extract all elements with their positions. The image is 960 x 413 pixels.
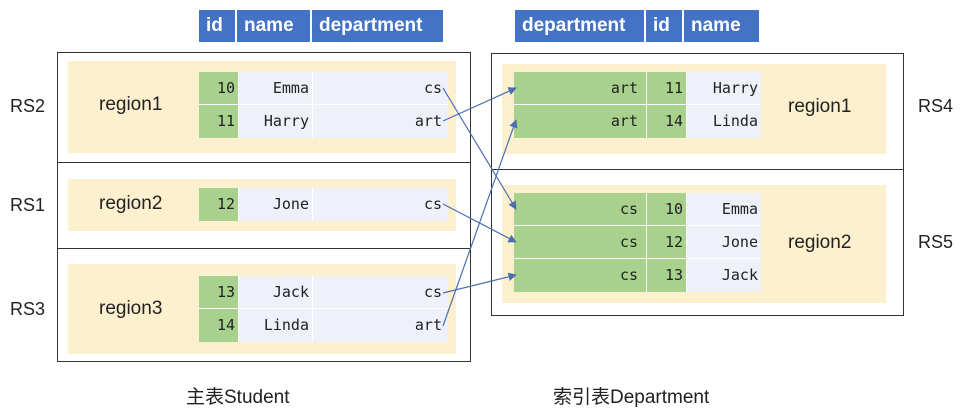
department-cell: art: [514, 105, 647, 138]
region-server-label: RS4: [918, 96, 954, 116]
header-department: department: [515, 10, 646, 42]
department-cell: cs: [313, 276, 448, 309]
region-label: region2: [99, 193, 163, 214]
caption-student-table: 主表Student: [186, 387, 290, 408]
region-server-label: RS5: [918, 232, 954, 252]
table-row: 11 Harry art: [199, 105, 448, 138]
table-row: cs 13 Jack: [514, 259, 761, 292]
index-table-header: department id name: [515, 10, 759, 42]
header-name: name: [684, 10, 759, 42]
table-row: 13 Jack cs: [199, 276, 448, 309]
id-cell: 12: [647, 226, 687, 259]
table-row: art 11 Harry: [514, 72, 761, 105]
table-row: cs 10 Emma: [514, 193, 761, 226]
name-cell: Harry: [239, 105, 313, 138]
id-cell: 10: [647, 193, 687, 226]
region-server-label: RS1: [10, 195, 46, 215]
department-cell: cs: [313, 72, 448, 105]
table-row: cs 12 Jone: [514, 226, 761, 259]
id-cell: 11: [199, 105, 239, 138]
id-cell: 13: [647, 259, 687, 292]
name-cell: Harry: [687, 72, 761, 105]
name-cell: Jack: [239, 276, 313, 309]
name-cell: Emma: [687, 193, 761, 226]
header-name: name: [237, 10, 312, 42]
department-cell: cs: [514, 226, 647, 259]
table-row: 10 Emma cs: [199, 72, 448, 105]
id-cell: 10: [199, 72, 239, 105]
arrow-linda-art: [442, 119, 518, 327]
region-label: region1: [99, 94, 163, 115]
arrow-emma-cs: [442, 87, 517, 210]
name-cell: Linda: [687, 105, 761, 138]
student-table-header: id name department: [199, 10, 443, 42]
id-cell: 14: [199, 309, 239, 342]
region-server-label: RS2: [10, 96, 46, 116]
id-cell: 14: [647, 105, 687, 138]
region-server-label: RS3: [10, 299, 46, 319]
region-label: region3: [99, 298, 163, 319]
header-id: id: [199, 10, 237, 42]
department-cell: art: [313, 105, 448, 138]
id-cell: 13: [199, 276, 239, 309]
name-cell: Jone: [239, 188, 313, 221]
header-id: id: [646, 10, 684, 42]
id-cell: 12: [199, 188, 239, 221]
id-cell: 11: [647, 72, 687, 105]
name-cell: Linda: [239, 309, 313, 342]
department-cell: art: [514, 72, 647, 105]
arrow-harry-art: [442, 87, 517, 122]
department-cell: cs: [514, 259, 647, 292]
table-row: art 14 Linda: [514, 105, 761, 138]
department-cell: cs: [313, 188, 448, 221]
name-cell: Jone: [687, 226, 761, 259]
region-label: region1: [788, 96, 852, 117]
header-department: department: [312, 10, 443, 42]
arrow-jack-cs: [442, 272, 517, 294]
department-cell: cs: [514, 193, 647, 226]
department-cell: art: [313, 309, 448, 342]
table-row: 14 Linda art: [199, 309, 448, 342]
table-row: 12 Jone cs: [199, 188, 448, 221]
region-label: region2: [788, 232, 852, 253]
name-cell: Emma: [239, 72, 313, 105]
caption-index-table: 索引表Department: [553, 387, 710, 408]
name-cell: Jack: [687, 259, 761, 292]
